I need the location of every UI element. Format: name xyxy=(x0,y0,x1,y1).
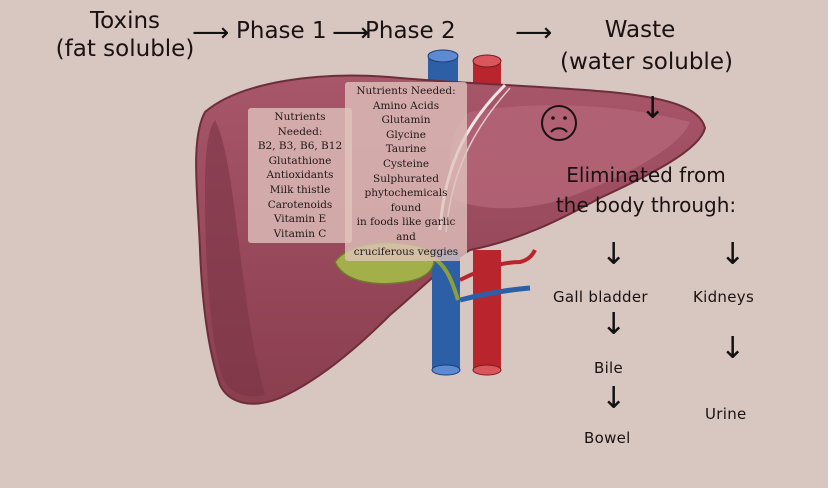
phase2-nutrient: Glycine xyxy=(386,128,426,141)
down-arrow-icon: ↓ xyxy=(601,237,627,272)
toxins-line2: (fat soluble) xyxy=(55,35,195,62)
phase2-nutrient: Amino Acids xyxy=(372,99,440,112)
right-arrow-icon: ⟶ xyxy=(332,18,370,48)
hepatic-artery-branch xyxy=(459,249,537,282)
elimination-heading: Eliminated from the body through: xyxy=(548,160,744,220)
toxins-line1: Toxins xyxy=(89,8,161,34)
phase1-nutrient: Carotenoids xyxy=(267,198,333,211)
sad-face-icon xyxy=(541,105,577,141)
elimination-line1: Eliminated from xyxy=(566,163,726,187)
phase2-nutrient: Glutamin xyxy=(381,114,431,127)
down-arrow-icon: ↓ xyxy=(720,331,746,366)
liver-shade xyxy=(205,120,265,397)
phase1-nutrient: Vitamin E xyxy=(273,213,327,226)
phase2-nutrient: Cysteine xyxy=(382,157,430,170)
phase1-nutrients-box: Nutrients Needed: B2, B3, B6, B12 Glutat… xyxy=(248,108,352,244)
phase1-nutrient: Glutathione xyxy=(268,154,332,167)
waste-label: Waste (water soluble) xyxy=(560,17,733,76)
bile-label: Bile xyxy=(594,359,624,377)
waste-line2: (water soluble) xyxy=(560,48,733,75)
phase1-label: Phase 1 xyxy=(236,18,327,44)
down-arrow-icon: ↓ xyxy=(720,237,746,272)
gall-bladder-label: Gall bladder xyxy=(553,288,648,306)
down-arrow-icon: ↓ xyxy=(601,307,627,342)
phase2-nutrient: cruciferous veggies xyxy=(353,245,459,258)
phase1-nutrient: B2, B3, B6, B12 xyxy=(257,140,343,153)
bowel-label: Bowel xyxy=(584,429,631,447)
elimination-line2: the body through: xyxy=(555,193,737,217)
urine-label: Urine xyxy=(705,405,747,423)
toxins-label: Toxins (fat soluble) xyxy=(40,8,210,63)
phase1-nutrient: Vitamin C xyxy=(273,227,327,240)
phase2-nutrient: in foods like garlic and xyxy=(356,216,456,243)
down-arrow-icon: ↓ xyxy=(640,91,666,126)
phase1-nutrient: Antioxidants xyxy=(266,169,334,182)
liver-lobe-highlight xyxy=(449,105,690,209)
kidneys-label: Kidneys xyxy=(693,288,755,306)
phase1-nutrient: Nutrients Needed: xyxy=(274,111,326,138)
waste-line1: Waste xyxy=(604,17,676,43)
phase2-nutrients-box: Nutrients Needed: Amino Acids Glutamin G… xyxy=(345,82,467,262)
phase2-nutrient: Taurine xyxy=(385,143,427,156)
phase1-nutrient: Milk thistle xyxy=(269,183,331,196)
down-arrow-icon: ↓ xyxy=(601,381,627,416)
phase2-nutrient: Sulphurated xyxy=(373,172,439,185)
portal-vein-branch xyxy=(459,285,531,303)
right-arrow-icon: ⟶ xyxy=(515,18,553,48)
phase2-label: Phase 2 xyxy=(365,18,456,44)
right-arrow-icon: ⟶ xyxy=(192,18,230,48)
phase2-nutrient: Nutrients Needed: xyxy=(356,85,456,97)
phase2-nutrient: phytochemicals found xyxy=(364,187,448,214)
